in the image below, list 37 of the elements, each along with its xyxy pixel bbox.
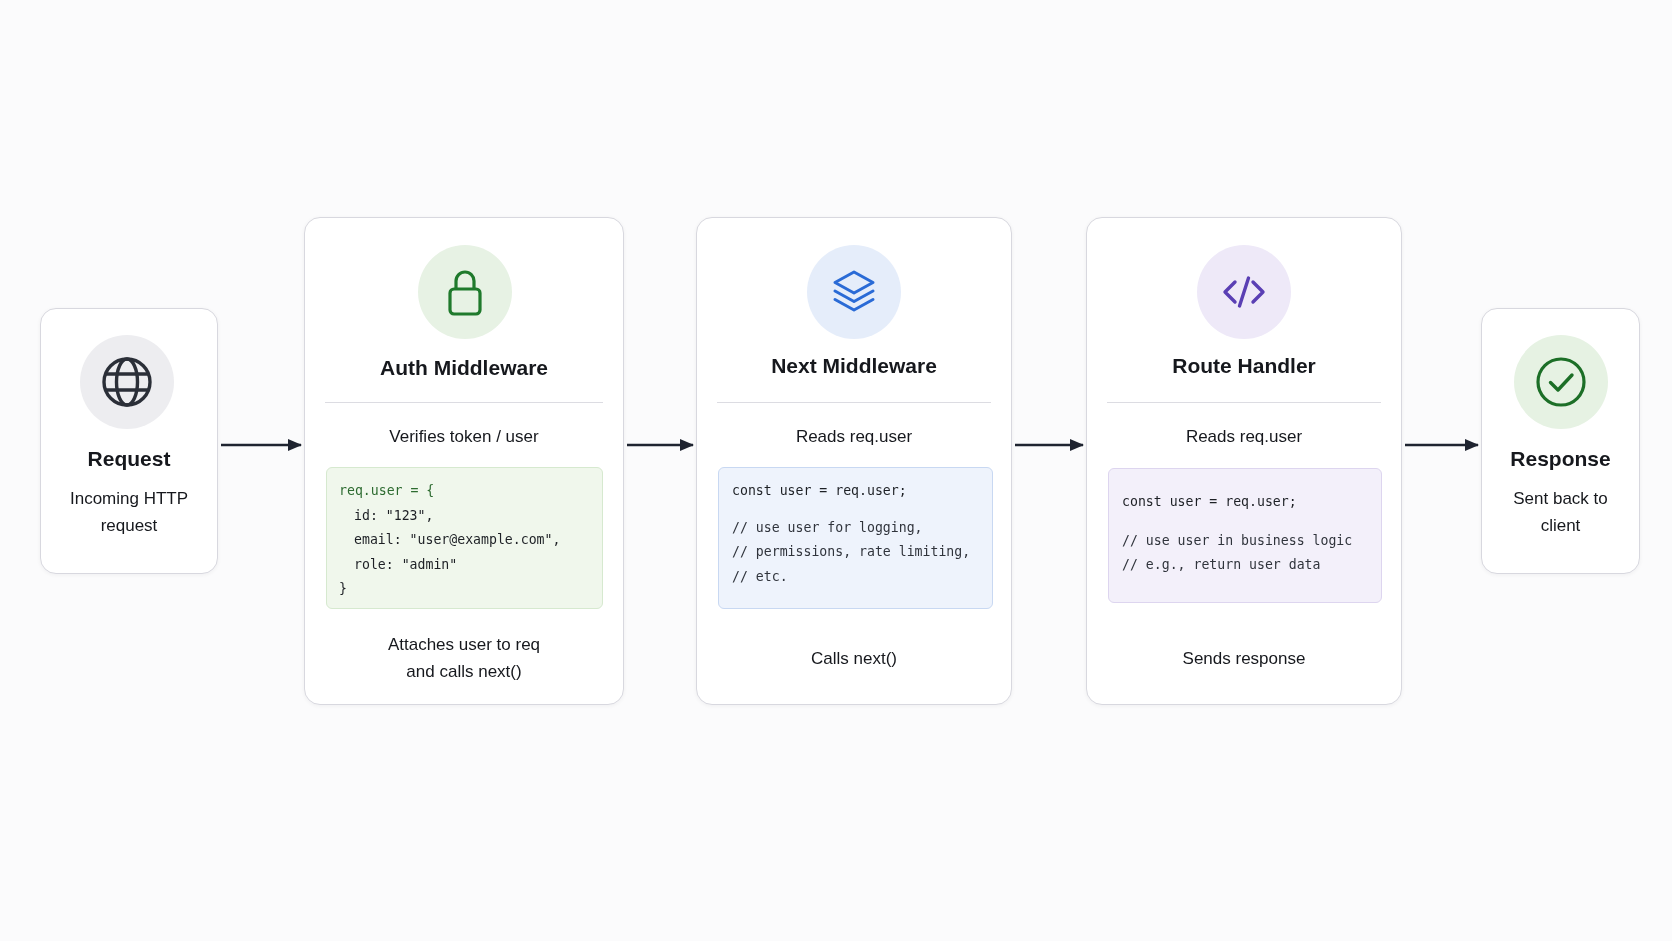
step-title: Route Handler xyxy=(1171,353,1317,379)
step-card xyxy=(1481,308,1640,574)
step-card xyxy=(40,308,218,574)
code-line: // use user for logging, xyxy=(732,518,923,537)
step-description: Sends response xyxy=(1181,647,1307,670)
step-description: Attaches user to req and calls next() xyxy=(386,633,542,683)
step-title: Request xyxy=(86,446,172,472)
step-card xyxy=(1086,217,1402,705)
arrow xyxy=(221,439,302,451)
code-line: // e.g., return user data xyxy=(1122,556,1321,574)
step-description: Incoming HTTP request xyxy=(68,487,190,537)
step-description: Sent back to client xyxy=(1512,487,1609,537)
step-card xyxy=(304,217,624,705)
code-line: // use user in business logic xyxy=(1122,531,1353,550)
step-description: Verifies token / user xyxy=(388,425,540,448)
code-line: // etc. xyxy=(732,567,788,586)
arrow xyxy=(1405,439,1479,451)
step-title: Response xyxy=(1509,446,1612,472)
step-description: Reads req.user xyxy=(1184,425,1304,448)
arrow xyxy=(1015,439,1084,451)
step-title: Next Middleware xyxy=(770,353,938,379)
step-title: Auth Middleware xyxy=(379,355,549,381)
code-block xyxy=(1108,468,1382,603)
step-description: Calls next() xyxy=(810,647,898,670)
code-line: req.user = { xyxy=(339,482,435,500)
step-description: Reads req.user xyxy=(794,425,914,448)
code-block xyxy=(326,467,603,609)
code-line: email: "user@example.com", xyxy=(354,531,561,549)
code-line: id: "123", xyxy=(354,506,434,525)
arrow xyxy=(627,439,694,451)
code-line: const user = req.user; xyxy=(732,482,907,500)
code-line: } xyxy=(339,580,347,598)
code-line: role: "admin" xyxy=(354,555,458,574)
code-line: const user = req.user; xyxy=(1122,493,1297,511)
step-card xyxy=(696,217,1012,705)
code-block xyxy=(718,467,993,609)
code-line: // permissions, rate limiting, xyxy=(732,543,971,561)
